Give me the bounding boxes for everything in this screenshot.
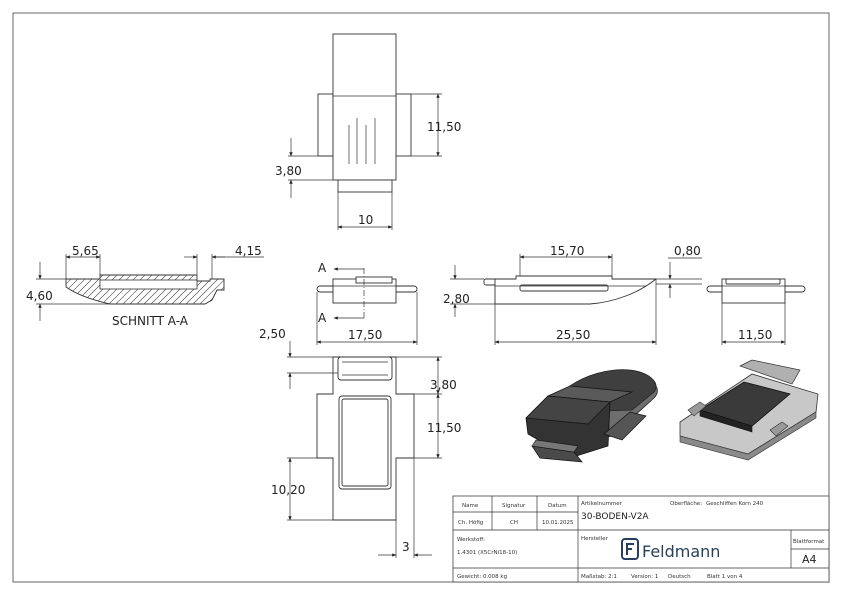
language: Deutsch — [668, 574, 691, 580]
dim-top-height: 11,50 — [427, 120, 461, 134]
plan-view: 2,50 3,80 11,50 10,20 3 — [259, 327, 461, 558]
header-name: Name — [462, 503, 479, 509]
surface-label: Oberfläche: — [670, 501, 702, 507]
scale: Maßstab: 2:1 — [581, 574, 617, 580]
side-view: 15,70 0,80 2,80 25,50 — [443, 244, 702, 345]
isometric-view-dark — [525, 369, 658, 463]
dim-end-width: 11,50 — [738, 328, 772, 342]
surface-value: Geschliffen Korn 240 — [706, 501, 764, 507]
dim-plan-tab: 3,80 — [430, 378, 457, 392]
dim-side-right: 0,80 — [674, 244, 701, 258]
dim-top-width: 10 — [358, 213, 373, 227]
brand-name: Feldmann — [642, 542, 720, 561]
article-number-label: Artikelnummer — [581, 501, 623, 507]
top-view: 11,50 3,80 10 — [275, 33, 461, 230]
dim-section-right: 4,15 — [235, 244, 262, 258]
section-marker-top: A — [318, 261, 327, 275]
section-a-a: 5,65 4,15 4,60 SCHNITT A-A — [26, 244, 264, 328]
dim-section-left: 5,65 — [72, 244, 99, 258]
dim-front-width: 17,50 — [348, 328, 382, 342]
dim-plan-left: 2,50 — [259, 327, 286, 341]
dim-top-tab: 3,80 — [275, 164, 302, 178]
material-value: 1.4301 (X5CrNi18-10) — [457, 550, 517, 556]
dim-side-height: 2,80 — [443, 292, 470, 306]
isometric-view-light — [679, 359, 819, 461]
header-date: Datum — [548, 503, 567, 509]
format-value: A4 — [802, 553, 817, 566]
section-label: SCHNITT A-A — [112, 314, 189, 328]
version: Version: 1 — [631, 574, 658, 580]
dim-plan-lower: 10,20 — [271, 483, 305, 497]
manufacturer-label: Hersteller — [581, 536, 609, 542]
dim-plan-height: 11,50 — [427, 421, 461, 435]
dim-side-length: 25,50 — [556, 328, 590, 342]
drawn-by-value: Ch. Höfig — [458, 520, 483, 526]
weight: Gewicht: 0.008 kg — [457, 574, 507, 580]
title-block: Name Signatur Datum Ch. Höfig CH 10.01.2… — [452, 495, 830, 583]
format-label: Blattformat — [793, 539, 825, 545]
drawing-frame — [12, 12, 830, 583]
material-label: Werkstoff: — [457, 537, 485, 543]
signature-value: CH — [510, 520, 518, 526]
feldmann-logo-icon — [621, 538, 639, 560]
dim-plan-bottom: 3 — [402, 540, 410, 554]
section-marker-bottom: A — [318, 311, 327, 325]
date-value: 10.01.2025 — [542, 520, 574, 526]
end-view: 11,50 — [706, 278, 806, 345]
header-signature: Signatur — [502, 503, 526, 509]
sheet-number: Blatt 1 von 4 — [707, 574, 743, 580]
front-view: A A 17,50 — [316, 261, 418, 345]
article-number: 30-BODEN-V2A — [581, 512, 649, 522]
dim-section-height: 4,60 — [26, 289, 53, 303]
dim-side-top: 15,70 — [550, 244, 584, 258]
